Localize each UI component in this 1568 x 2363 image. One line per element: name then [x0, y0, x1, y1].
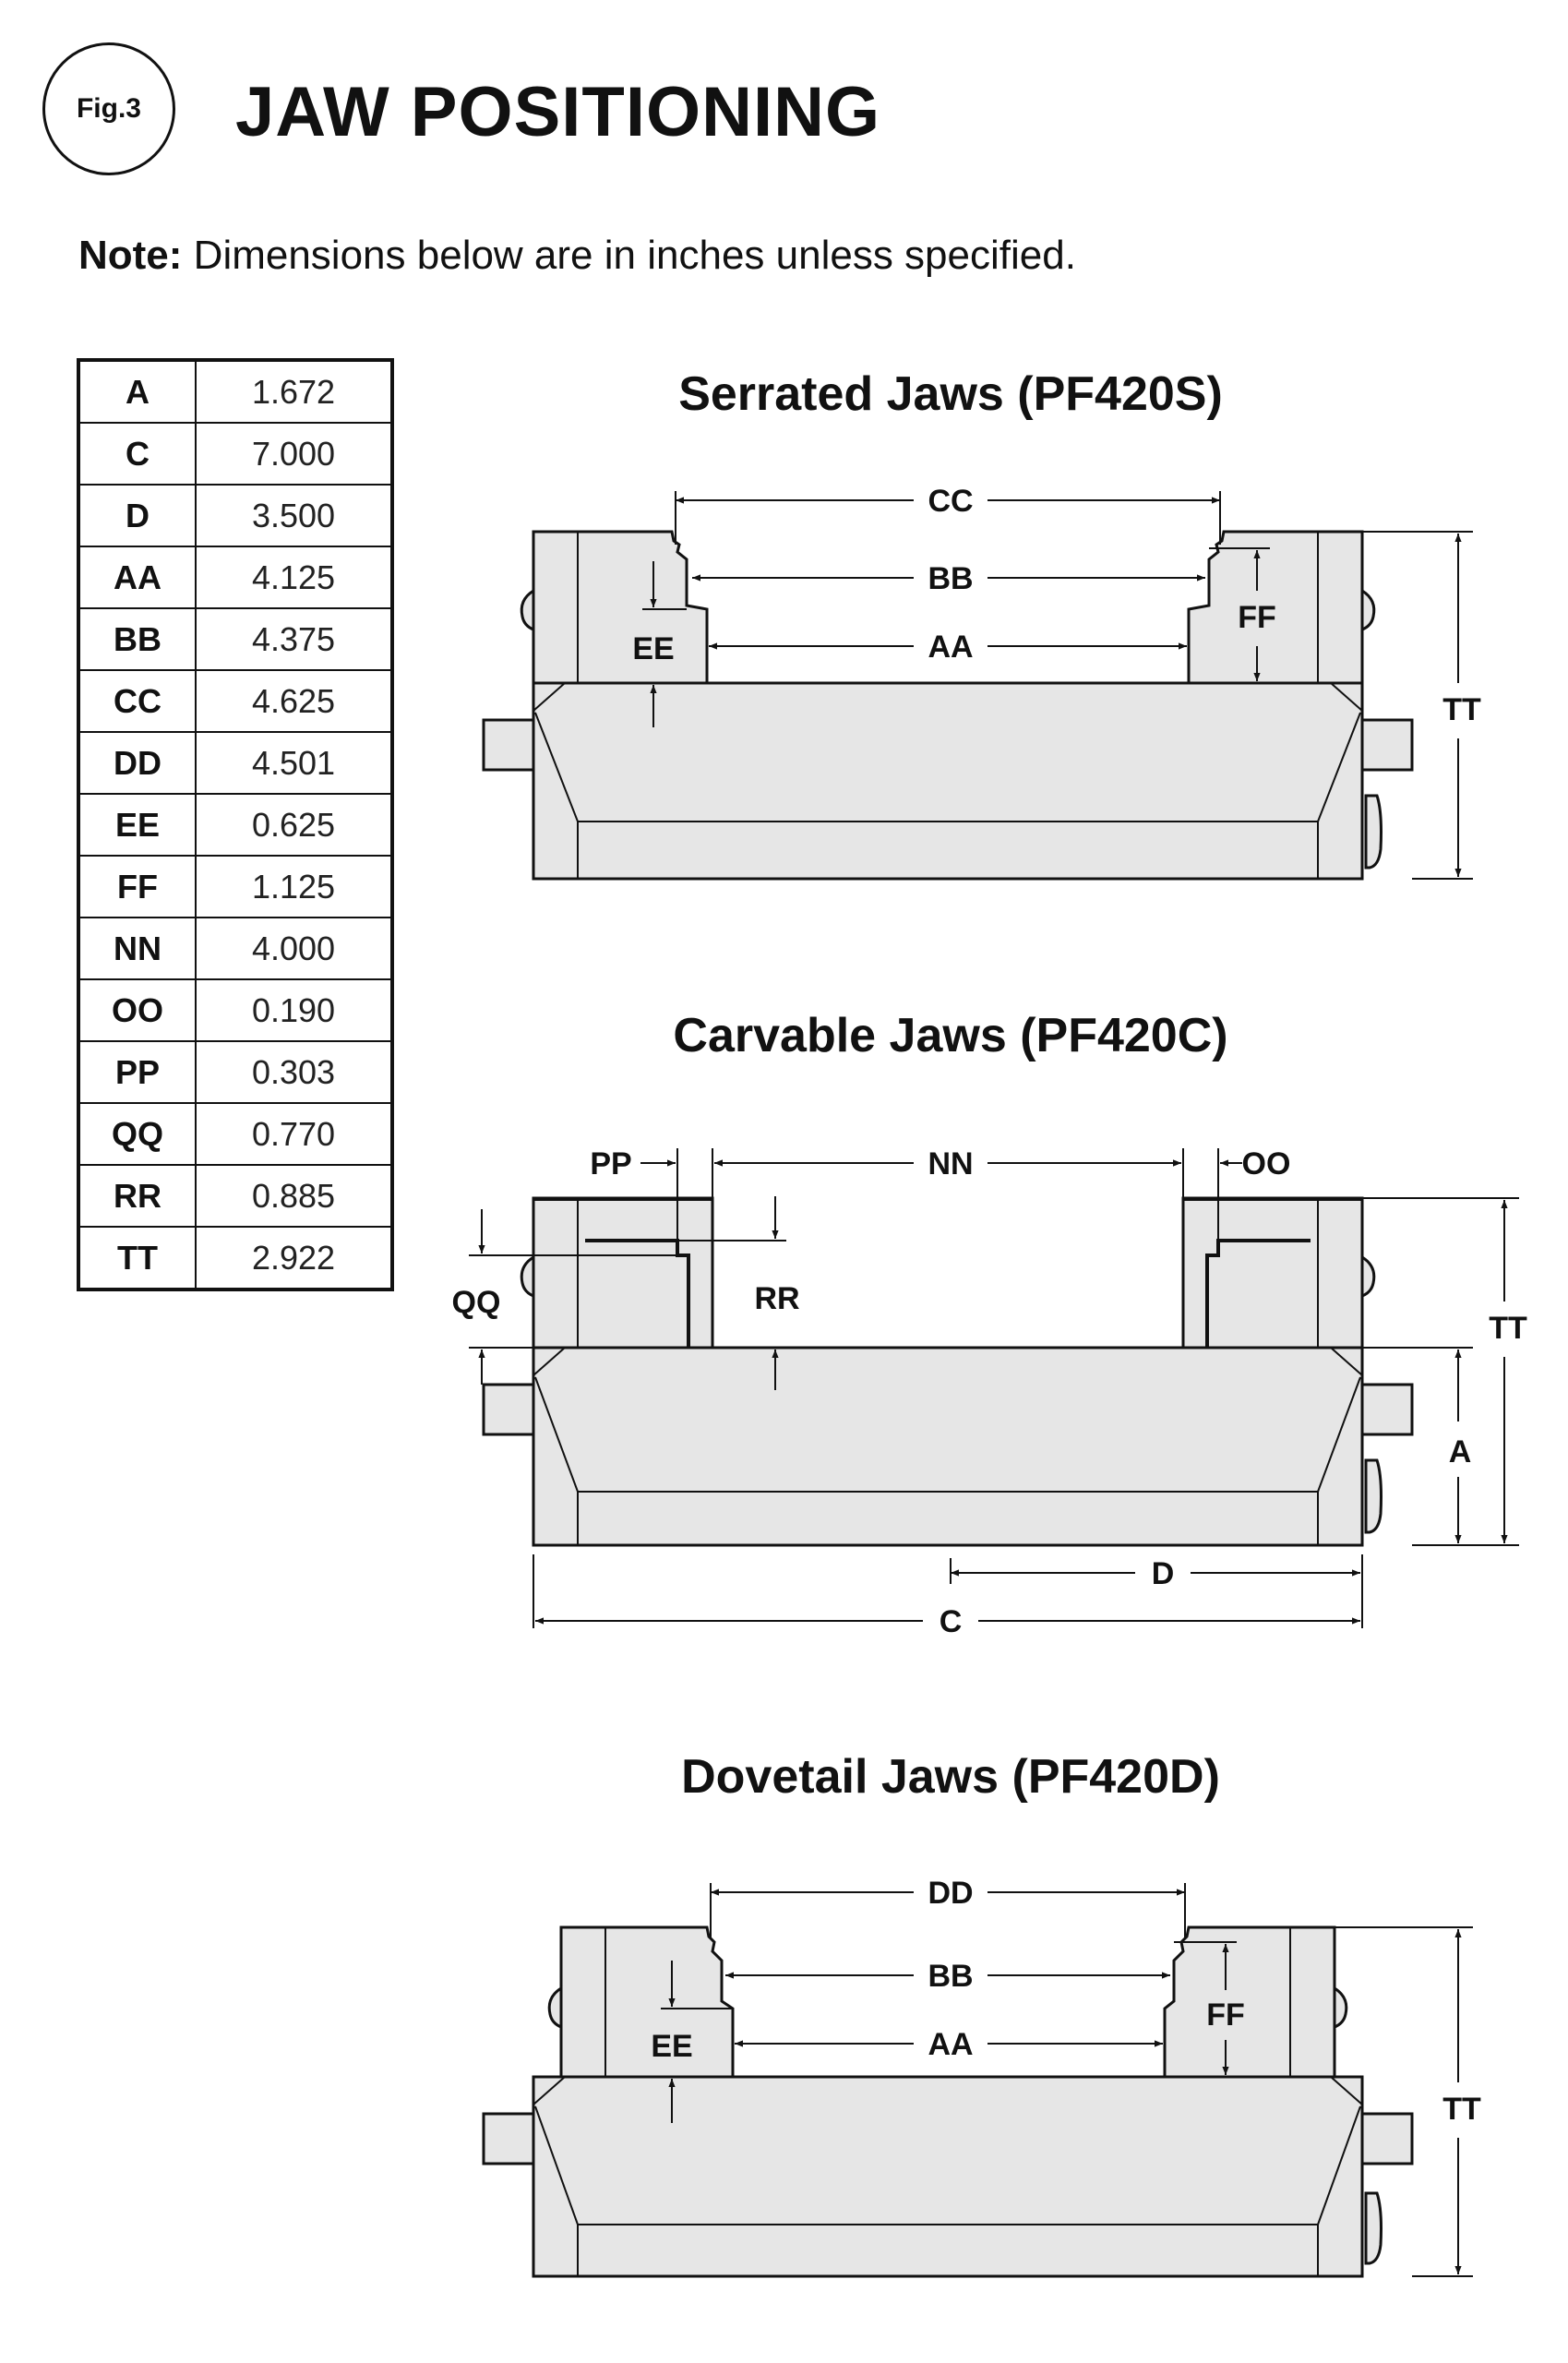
dim-key: PP [78, 1040, 197, 1104]
dim-label-aa: AA [928, 630, 973, 665]
left-serrated-jaw [520, 530, 709, 685]
dim-key: NN [78, 917, 197, 980]
dim-label-ee: EE [651, 2029, 692, 2064]
dim-value: 1.672 [195, 359, 393, 424]
dim-label-c: C [940, 1604, 963, 1639]
dim-value: 4.501 [195, 731, 393, 795]
dim-key: AA [78, 546, 197, 609]
dim-value: 4.625 [195, 669, 393, 733]
dim-label-ff: FF [1238, 600, 1276, 635]
carvable-title: Carvable Jaws (PF420C) [673, 1009, 1227, 1062]
dim-label-rr: RR [754, 1281, 799, 1316]
dim-value: 0.625 [195, 793, 393, 857]
dim-label-d: D [1152, 1556, 1175, 1591]
dim-value: 4.375 [195, 607, 393, 671]
dim-key: DD [78, 731, 197, 795]
dim-label-tt: TT [1442, 692, 1481, 727]
dim-value: 4.000 [195, 917, 393, 980]
vise-base [482, 1346, 1414, 1547]
dim-label-aa: AA [928, 2027, 973, 2062]
figure-label: Fig.3 [76, 93, 141, 124]
dim-value: 0.770 [195, 1102, 393, 1166]
dim-key: TT [78, 1226, 197, 1290]
right-dovetail-jaw [1163, 1925, 1348, 2079]
dim-value: 0.885 [195, 1164, 393, 1228]
dim-label-bb: BB [928, 1959, 973, 1994]
dim-key: A [78, 359, 197, 424]
dim-key: BB [78, 607, 197, 671]
dim-label-pp: PP [590, 1146, 631, 1182]
dim-key: OO [78, 978, 197, 1042]
left-dovetail-jaw [547, 1925, 735, 2079]
dimension-note: Note: Dimensions below are in inches unl… [78, 233, 1076, 279]
dim-value: 1.125 [195, 855, 393, 918]
dovetail-title: Dovetail Jaws (PF420D) [681, 1750, 1220, 1804]
dim-label-qq: QQ [452, 1285, 501, 1320]
dim-key: RR [78, 1164, 197, 1228]
carvable-jaws-diagram: Carvable Jaws (PF420C) [452, 1009, 1527, 1639]
serrated-title: Serrated Jaws (PF420S) [678, 367, 1223, 421]
vise-base [482, 2075, 1414, 2278]
dim-key: QQ [78, 1102, 197, 1166]
dovetail-jaws-diagram: Dovetail Jaws (PF420D) DD [482, 1750, 1481, 2278]
dim-value: 2.922 [195, 1226, 393, 1290]
serrated-jaws-diagram: Serrated Jaws (PF420S) CC [482, 367, 1481, 881]
note-text: Dimensions below are in inches unless sp… [182, 233, 1076, 278]
dim-label-a: A [1449, 1434, 1472, 1469]
dim-label-ff: FF [1206, 1997, 1245, 2033]
dim-value: 7.000 [195, 422, 393, 486]
dim-label-dd: DD [928, 1876, 973, 1911]
dim-key: C [78, 422, 197, 486]
dim-label-nn: NN [928, 1146, 973, 1182]
dim-key: CC [78, 669, 197, 733]
dim-value: 0.303 [195, 1040, 393, 1104]
vise-base [482, 681, 1414, 881]
note-bold: Note: [78, 233, 183, 278]
right-serrated-jaw [1187, 530, 1376, 685]
dim-key: EE [78, 793, 197, 857]
dim-key: D [78, 484, 197, 547]
dim-key: FF [78, 855, 197, 918]
figure-label-badge: Fig.3 [42, 42, 175, 175]
dim-label-tt: TT [1489, 1311, 1527, 1346]
dim-label-oo: OO [1242, 1146, 1291, 1182]
dim-value: 3.500 [195, 484, 393, 547]
right-carvable-jaw [1181, 1196, 1376, 1349]
dim-value: 0.190 [195, 978, 393, 1042]
dim-label-ee: EE [632, 631, 674, 666]
left-carvable-jaw [520, 1196, 714, 1349]
dim-label-cc: CC [928, 484, 973, 519]
dim-label-tt: TT [1442, 2092, 1481, 2127]
page-title: JAW POSITIONING [235, 73, 881, 151]
dim-value: 4.125 [195, 546, 393, 609]
dim-label-bb: BB [928, 561, 973, 596]
